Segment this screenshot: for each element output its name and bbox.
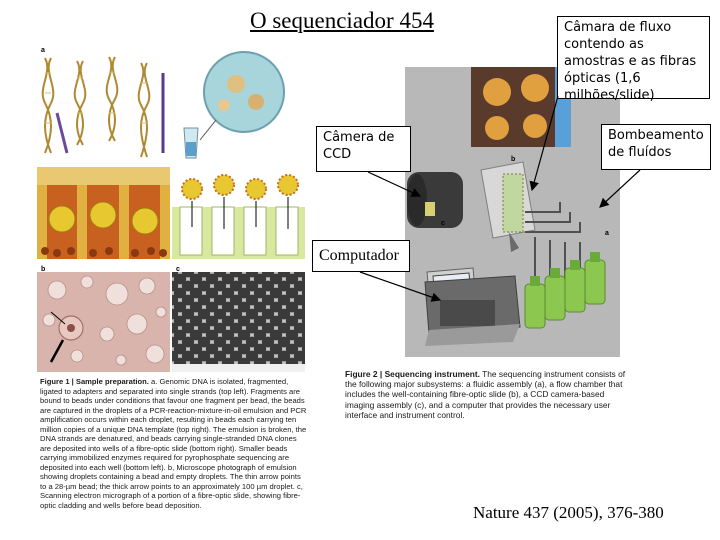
citation-reference: Nature 437 (2005), 376-380 bbox=[473, 503, 664, 522]
ccd-camera-callout: Câmera de CCD bbox=[316, 126, 411, 172]
emulsion-micrograph bbox=[37, 272, 170, 372]
fig2-label-b: b bbox=[511, 156, 516, 163]
flow-chamber-callout: Câmara de fluxo contendo as amostras e a… bbox=[557, 16, 710, 103]
figure1-caption: Figure 1 | Sample preparation. a. Genomi… bbox=[40, 377, 308, 510]
figure1-caption-text: a. Genomic DNA is isolated, fragmented, … bbox=[40, 377, 307, 510]
emulsion-droplet-illustration bbox=[176, 50, 304, 162]
sequencing-instrument-illustration bbox=[385, 62, 620, 367]
slide-title: O sequenciador 454 bbox=[250, 8, 434, 33]
figure2-caption: Figure 2 | Sequencing instrument. The se… bbox=[345, 369, 635, 420]
figure1-caption-lead: Figure 1 | Sample preparation. bbox=[40, 377, 149, 386]
fig1-label-b: b bbox=[41, 266, 46, 273]
computer-callout: Computador bbox=[312, 240, 410, 272]
fluid-pumping-callout: Bombeamento de fluídos bbox=[601, 124, 711, 170]
ccd-camera-illustration bbox=[407, 172, 463, 228]
fibre-optic-slide-sem bbox=[172, 272, 305, 372]
dna-fragments-illustration bbox=[37, 53, 172, 163]
computer-illustration bbox=[424, 267, 521, 346]
fig2-label-a: a bbox=[605, 230, 609, 237]
beads-in-wells-illustration bbox=[37, 167, 170, 259]
reagent-bottles-illustration bbox=[524, 259, 606, 329]
figure2-caption-text: The sequencing instrument consists of th… bbox=[345, 369, 626, 420]
bead-deposition-illustration bbox=[172, 167, 305, 259]
fig2-label-c: c bbox=[441, 220, 445, 227]
figure2-caption-lead: Figure 2 | Sequencing instrument. bbox=[345, 369, 480, 379]
fig1-label-c: c bbox=[176, 266, 180, 273]
fig1-label-a: a bbox=[41, 47, 45, 54]
